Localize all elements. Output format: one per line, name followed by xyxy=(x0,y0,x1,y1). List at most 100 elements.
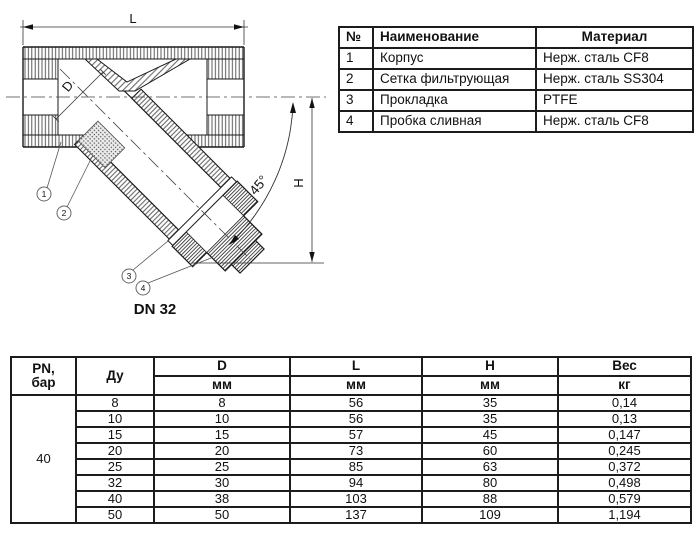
arrowhead xyxy=(229,235,239,245)
unit-mm: мм xyxy=(289,375,423,396)
callout-2: 2 xyxy=(56,154,94,221)
cell-du: 25 xyxy=(75,458,155,476)
part-name: Пробка сливная xyxy=(372,110,537,133)
arrowhead xyxy=(309,252,315,262)
cell-l: 85 xyxy=(289,458,423,476)
svg-text:1: 1 xyxy=(42,189,47,199)
cell-d: 38 xyxy=(153,490,291,508)
dims-header-row-1: PN, бар Ду D L H Вес xyxy=(10,356,692,396)
cell-du: 40 xyxy=(75,490,155,508)
arrowhead xyxy=(23,24,33,30)
dims-row: 50 50 137 109 1,194 xyxy=(11,506,692,524)
cell-du: 20 xyxy=(75,442,155,460)
cell-weight: 0,579 xyxy=(557,490,692,508)
cell-du: 15 xyxy=(75,426,155,444)
col-header-d: D xyxy=(153,356,291,377)
arrowhead xyxy=(309,98,315,108)
cell-h: 88 xyxy=(421,490,559,508)
dims-row: 20 20 73 60 0,245 xyxy=(11,442,692,460)
cell-weight: 1,194 xyxy=(557,506,692,524)
cell-d: 30 xyxy=(153,474,291,492)
col-header-l: L xyxy=(289,356,423,377)
arrowhead xyxy=(234,24,244,30)
dimension-d xyxy=(52,68,107,123)
part-num: 1 xyxy=(338,47,374,70)
cell-weight: 0,245 xyxy=(557,442,692,460)
angle-arc xyxy=(229,103,294,245)
cell-l: 73 xyxy=(289,442,423,460)
technical-drawing: L H D 45° 1 2 3 4 DN 32 xyxy=(0,0,330,345)
dims-row: 15 15 57 45 0,147 xyxy=(11,426,692,444)
cell-h: 45 xyxy=(421,426,559,444)
part-num: 3 xyxy=(338,89,374,112)
parts-header-row: № Наименование Материал xyxy=(338,26,694,49)
svg-text:4: 4 xyxy=(141,283,146,293)
cell-l: 56 xyxy=(289,410,423,428)
unit-mm: мм xyxy=(421,375,559,396)
dims-header-row-2: мм мм мм кг xyxy=(11,375,692,396)
parts-row: 1 Корпус Нерж. сталь CF8 xyxy=(338,47,694,70)
cell-d: 15 xyxy=(153,426,291,444)
dim-l-label: L xyxy=(129,11,136,26)
callout-1: 1 xyxy=(36,141,62,202)
col-header-material: Материал xyxy=(535,26,694,49)
arrowhead xyxy=(290,102,296,113)
col-header-h: H xyxy=(421,356,559,377)
dims-row: 40 38 103 88 0,579 xyxy=(11,490,692,508)
branch-centerline xyxy=(59,68,252,261)
dims-row: 32 30 94 80 0,498 xyxy=(11,474,692,492)
parts-row: 3 Прокладка PTFE xyxy=(338,89,694,112)
cell-l: 137 xyxy=(289,506,423,524)
dimensions-table: PN, бар Ду D L H Вес мм мм мм кг 40 8 8 … xyxy=(10,356,692,524)
y-strainer-section-drawing: L H D 45° 1 2 3 4 DN 32 xyxy=(6,11,326,318)
part-material: Нерж. сталь CF8 xyxy=(535,110,694,133)
cell-l: 94 xyxy=(289,474,423,492)
cell-h: 35 xyxy=(421,394,559,412)
cell-h: 35 xyxy=(421,410,559,428)
parts-table: № Наименование Материал 1 Корпус Нерж. с… xyxy=(338,26,694,133)
svg-text:3: 3 xyxy=(127,271,132,281)
dims-row: 40 8 8 56 35 0,14 xyxy=(10,394,692,524)
funnel-wall xyxy=(83,58,192,92)
filter-screen xyxy=(77,120,126,169)
part-name: Сетка фильтрующая xyxy=(372,68,537,91)
svg-text:2: 2 xyxy=(62,208,67,218)
part-num: 2 xyxy=(338,68,374,91)
part-material: PTFE xyxy=(535,89,694,112)
part-num: 4 xyxy=(338,110,374,133)
col-header-du: Ду xyxy=(75,356,155,396)
cell-h: 80 xyxy=(421,474,559,492)
cell-l: 103 xyxy=(289,490,423,508)
dims-row: 10 10 56 35 0,13 xyxy=(11,410,692,428)
dimension-l xyxy=(20,20,248,45)
part-name: Прокладка xyxy=(372,89,537,112)
drawing-caption: DN 32 xyxy=(134,301,177,318)
cell-d: 10 xyxy=(153,410,291,428)
col-header-name: Наименование xyxy=(372,26,537,49)
part-material: Нерж. сталь CF8 xyxy=(535,47,694,70)
unit-kg: кг xyxy=(557,375,692,396)
dim-h-label: H xyxy=(291,178,306,187)
dims-row: 25 25 85 63 0,372 xyxy=(11,458,692,476)
cell-du: 10 xyxy=(75,410,155,428)
cell-l: 56 xyxy=(289,394,423,412)
cell-l: 57 xyxy=(289,426,423,444)
pn-label-line1: PN, xyxy=(32,360,55,376)
pn-value: 40 xyxy=(10,394,77,524)
cell-d: 8 xyxy=(153,394,291,412)
cell-h: 109 xyxy=(421,506,559,524)
cell-du: 8 xyxy=(75,394,155,412)
cell-weight: 0,13 xyxy=(557,410,692,428)
cell-du: 50 xyxy=(75,506,155,524)
cell-weight: 0,498 xyxy=(557,474,692,492)
pn-label-line2: бар xyxy=(31,375,56,390)
part-name: Корпус xyxy=(372,47,537,70)
dimension-h xyxy=(192,98,324,264)
col-header-pn: PN, бар xyxy=(10,356,77,396)
col-header-weight: Вес xyxy=(557,356,692,377)
cell-d: 50 xyxy=(153,506,291,524)
cell-h: 63 xyxy=(421,458,559,476)
col-header-num: № xyxy=(338,26,374,49)
cell-weight: 0,147 xyxy=(557,426,692,444)
